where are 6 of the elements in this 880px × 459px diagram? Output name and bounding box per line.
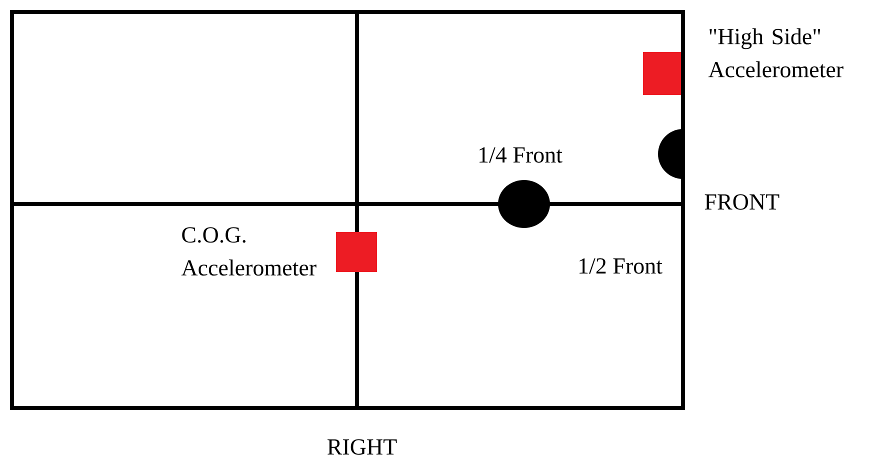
label: 1/4 Front	[480, 147, 562, 163]
label: FRONT	[704, 194, 780, 210]
label: "High Side" Accelerometer	[708, 28, 844, 78]
label: C.O.G. Accelerometer	[181, 227, 316, 276]
label: 1/2 Front	[580, 258, 662, 274]
label: RIGHT	[328, 439, 397, 455]
